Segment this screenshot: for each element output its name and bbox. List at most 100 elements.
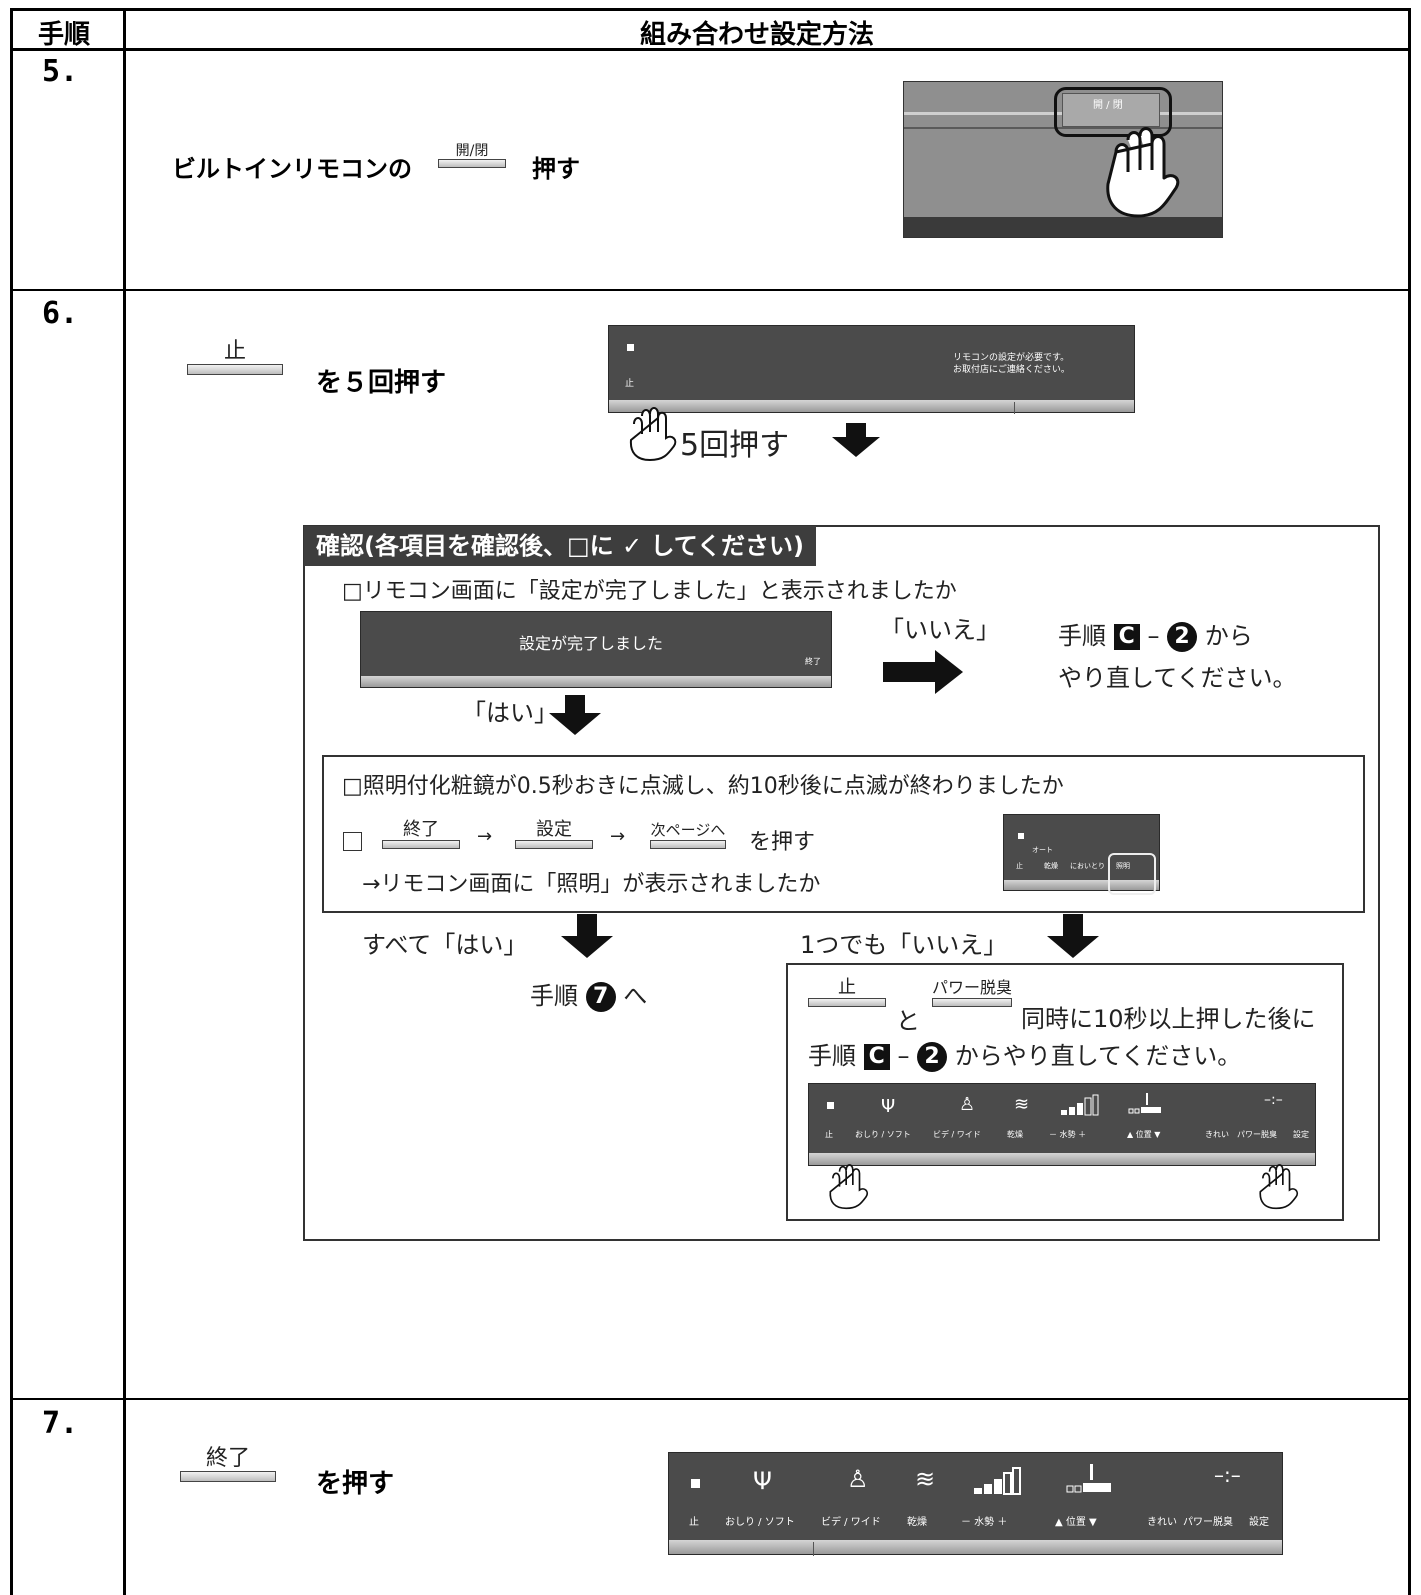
step-number: 6. xyxy=(42,296,79,331)
screen-text: 設定が完了しました xyxy=(519,634,664,653)
label-oshiri-soft: おしり / ソフト xyxy=(855,1130,911,1139)
panel-open-close-label: 開 / 閉 xyxy=(1093,100,1123,111)
key-label: 設定 xyxy=(536,819,572,840)
key-label: 止 xyxy=(838,977,856,998)
step5-text: ビルトインリモコンの xyxy=(172,149,412,184)
label-power-deodorize: パワー脱臭 xyxy=(1183,1517,1233,1528)
screen-small: 終了 xyxy=(805,657,821,666)
table-border-top xyxy=(10,8,1411,11)
redo-c-badge: C xyxy=(1113,624,1140,650)
key-label: 開/閉 xyxy=(455,143,489,159)
label-settings: 設定 xyxy=(1293,1130,1309,1139)
q3-suffix: を押す xyxy=(749,830,816,855)
label-dry: 乾燥 xyxy=(1007,1130,1023,1139)
confirm-title: 確認(各項目を確認後、□に ✓ してください) xyxy=(304,526,816,566)
column-divider xyxy=(123,8,126,1595)
label-stop: 止 xyxy=(825,1130,833,1139)
mini-light: 照明 xyxy=(1116,862,1130,870)
label-water-pressure: － 水勢 ＋ xyxy=(961,1517,1008,1528)
label-bidet-wide: ビデ / ワイド xyxy=(821,1517,881,1528)
confirm-box xyxy=(303,525,1380,1241)
position-icon xyxy=(1128,1093,1161,1114)
redo-num-badge: 2 xyxy=(1167,622,1198,652)
goto-step7: 手順 7 へ xyxy=(530,976,647,1012)
arrow-down-icon xyxy=(549,695,601,735)
label-water-pressure: － 水勢 ＋ xyxy=(1049,1130,1087,1139)
key-end: 終了 xyxy=(382,820,460,849)
yes-label: 「はい」 xyxy=(462,699,558,727)
arrow-down-icon xyxy=(561,914,613,958)
fix-text1: 同時に10秒以上押した後に xyxy=(1021,1005,1316,1033)
panel-message-1: リモコンの設定が必要です。 xyxy=(953,353,1070,363)
hand-icon xyxy=(629,407,677,462)
mini-stop: 止 xyxy=(1016,862,1023,870)
label-clean: きれい xyxy=(1147,1517,1177,1528)
fix-box xyxy=(786,963,1344,1221)
step5-panel-illustration: 開 / 閉 xyxy=(903,81,1223,238)
fix-prefix: 手順 xyxy=(808,1042,856,1070)
water-spray-icon: Ψ xyxy=(753,1467,772,1495)
step6-key-stop: 止 xyxy=(187,340,283,375)
goto-prefix: 手順 xyxy=(530,982,578,1010)
redo-prefix: 手順 xyxy=(1058,622,1106,650)
redo-line2: やり直してください。 xyxy=(1058,664,1297,692)
step6-text: を５回押す xyxy=(316,368,447,398)
water-pressure-icon xyxy=(1061,1094,1099,1116)
goto-suffix: へ xyxy=(623,982,648,1010)
label-settings: 設定 xyxy=(1249,1517,1269,1528)
key-settings: 設定 xyxy=(515,820,593,849)
position-icon xyxy=(1066,1464,1111,1493)
press-5-times-note: 5回押す xyxy=(680,428,790,463)
dry-icon: ≋ xyxy=(915,1465,936,1493)
fix-to: と xyxy=(896,1007,920,1035)
fix-key-power-deodorize: パワー脱臭 xyxy=(932,978,1012,1007)
step5-key-open-close: 開/閉 xyxy=(438,143,506,168)
q3-arrow-1: → xyxy=(477,826,493,847)
hand-icon xyxy=(1106,127,1180,218)
question-2: □照明付化粧鏡が0.5秒おきに点滅し、約10秒後に点滅が終わりましたか xyxy=(342,774,1064,799)
step6-remote-screen: 止 リモコンの設定が必要です。 お取付店にご連絡ください。 xyxy=(608,325,1135,414)
table-border-left xyxy=(10,8,13,1595)
mini-smell: においとり xyxy=(1070,862,1105,870)
label-stop: 止 xyxy=(689,1517,699,1528)
bidet-icon: ♙ xyxy=(959,1094,976,1115)
question-1: □リモコン画面に「設定が完了しました」と表示されましたか xyxy=(342,579,957,604)
water-pressure-icon xyxy=(974,1467,1021,1495)
step7-text: を押す xyxy=(316,1469,395,1499)
mini-remote-screen: オート 止 乾燥 においとり 照明 xyxy=(1003,814,1160,895)
mini-dry: 乾燥 xyxy=(1044,862,1058,870)
clock-display: –:– xyxy=(1214,1463,1241,1487)
key-next-page: 次ページへ xyxy=(650,820,726,849)
label-position: ▲ 位置 ▼ xyxy=(1127,1130,1161,1139)
step7-remote-panel: Ψ ♙ ≋ –:– 止 おしり / ソフト ビデ / ワイド 乾燥 － 水勢 ＋… xyxy=(668,1452,1283,1556)
fix-text2: からやり直してください。 xyxy=(954,1042,1242,1070)
fix-dash: – xyxy=(897,1042,910,1070)
label-clean: きれい xyxy=(1205,1130,1229,1139)
any-no-label: 1つでも「いいえ」 xyxy=(800,931,1008,959)
fix-key-stop: 止 xyxy=(808,978,886,1007)
key-label: パワー脱臭 xyxy=(932,978,1013,997)
dry-icon: ≋ xyxy=(1014,1094,1030,1115)
fix-num-badge: 2 xyxy=(917,1042,948,1072)
arrow-down-icon xyxy=(832,423,880,457)
q3-arrow-2: → xyxy=(610,826,626,847)
redo-instruction: 手順 C – 2 から xyxy=(1058,616,1253,652)
q3-line2: →リモコン画面に「照明」が表示されましたか xyxy=(362,872,821,897)
redo-dash: – xyxy=(1147,622,1160,650)
panel-stop-label: 止 xyxy=(625,379,635,389)
checkbox[interactable] xyxy=(343,832,362,851)
step5-text-before: ビルトインリモコンの xyxy=(172,155,412,183)
fix-instruction: 手順 C – 2 からやり直してください。 xyxy=(808,1036,1241,1072)
header-method: 組み合わせ設定方法 xyxy=(640,20,875,50)
panel-message-2: お取付店にご連絡ください。 xyxy=(953,365,1070,375)
hand-icon xyxy=(829,1164,869,1210)
bidet-icon: ♙ xyxy=(847,1465,869,1493)
checklist-box xyxy=(322,755,1365,913)
step-number: 5. xyxy=(42,54,79,89)
label-power-deodorize: パワー脱臭 xyxy=(1237,1130,1277,1139)
step7-key-end: 終了 xyxy=(180,1447,276,1482)
label-dry: 乾燥 xyxy=(907,1517,927,1528)
goto-num-badge: 7 xyxy=(585,982,616,1012)
no-label: 「いいえ」 xyxy=(880,616,1000,644)
mini-auto: オート xyxy=(1032,846,1053,854)
